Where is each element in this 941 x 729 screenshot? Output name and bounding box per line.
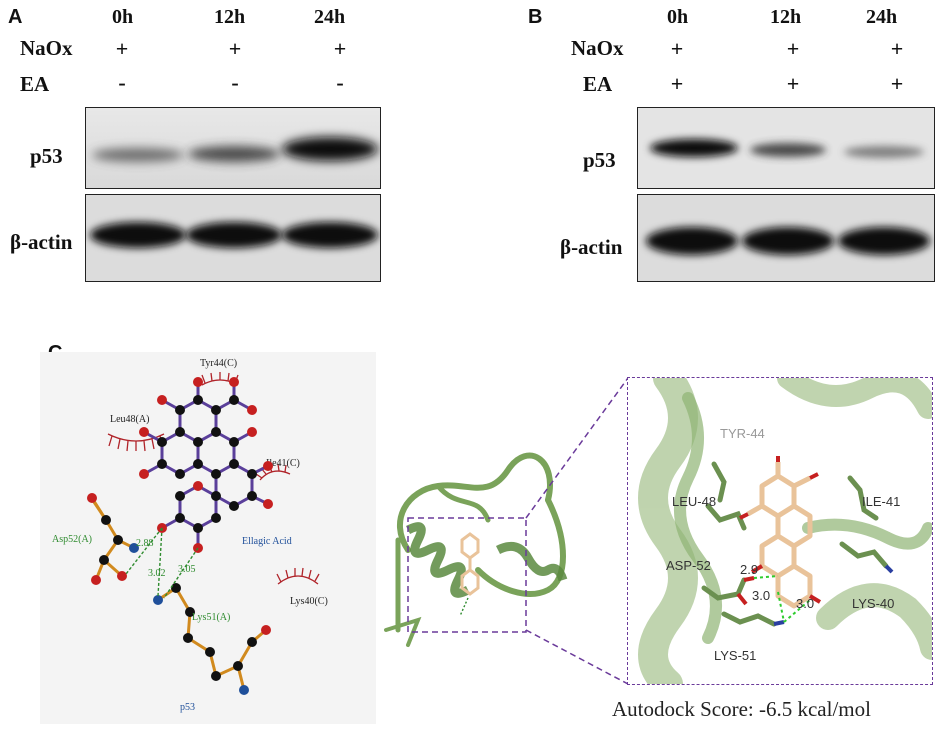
hbond-3 — [163, 547, 199, 599]
panel-b-ea-sign-2: + — [890, 71, 904, 96]
hbond-dist-2: 3.02 — [148, 568, 166, 579]
panel-a-actin-label: β-actin — [10, 230, 73, 254]
zoom-connectors — [525, 377, 629, 685]
band-b-p53-24h — [844, 146, 924, 158]
panel-b-time-0h: 0h — [667, 6, 689, 28]
hbond-dist-3: 3.05 — [178, 564, 196, 575]
panel-b-naox-label: NaOx — [571, 36, 624, 60]
panel-b-letter: B — [528, 6, 543, 28]
lig-res-asp52: Asp52(A) — [52, 534, 92, 545]
zoom-res-leu48: LEU-48 — [672, 494, 716, 509]
lig-res-tyr44: Tyr44(C) — [200, 358, 237, 369]
panel-b-naox-sign-0: + — [670, 36, 684, 61]
panel-b-ea-label: EA — [583, 72, 613, 96]
panel-b-time-24h: 24h — [866, 6, 898, 28]
ligplot-diagram: Leu48(A) Tyr44(C) Ile41(C) Lys40(C) — [40, 352, 376, 724]
panel-a-time-0h: 0h — [112, 6, 134, 28]
zoom-res-lys51: LYS-51 — [714, 648, 756, 663]
panel-b-p53-label: p53 — [583, 148, 616, 172]
panel-a-p53-label: p53 — [30, 144, 63, 168]
lig-res-leu48: Leu48(A) — [110, 414, 149, 425]
panel-b-ea-sign-1: + — [786, 71, 800, 96]
panel-a-ea-sign-1: - — [231, 70, 239, 95]
panel-a-letter: A — [8, 6, 23, 28]
lig-res-lys51: Lys51(A) — [192, 612, 230, 623]
protein-cartoon-overview — [384, 452, 568, 647]
ligand-atoms — [139, 377, 273, 553]
panel-a-naox-sign-2: + — [333, 36, 347, 61]
panel-b-ea-sign-0: + — [670, 71, 684, 96]
autodock-score: Autodock Score: -6.5 kcal/mol — [612, 697, 871, 721]
band-a-actin-0h — [90, 222, 186, 248]
panel-a-actin-blot — [85, 194, 381, 282]
lig-res-lys40: Lys40(C) — [290, 596, 328, 607]
panel-a-p53-blot — [85, 107, 381, 189]
protein-name: p53 — [180, 702, 195, 713]
panel-a-naox-label: NaOx — [20, 36, 73, 60]
band-a-actin-12h — [186, 222, 282, 248]
zoom-hbond-2 — [777, 591, 785, 623]
band-b-actin-24h — [838, 227, 930, 255]
panel-a-ea-sign-0: - — [118, 70, 126, 95]
band-b-actin-0h — [646, 227, 738, 255]
zoom-res-asp52: ASP-52 — [666, 558, 711, 573]
band-a-p53-24h — [282, 137, 378, 161]
panel-a-time-12h: 12h — [214, 6, 246, 28]
zoom-res-ile41: ILE-41 — [862, 494, 900, 509]
panel-b-naox-sign-1: + — [786, 36, 800, 61]
band-a-p53-12h — [188, 146, 280, 162]
panel-a-naox-sign-1: + — [228, 36, 242, 61]
zoom-dist-1: 2.9 — [740, 562, 758, 577]
panel-b-p53-blot — [637, 107, 935, 189]
lig-res-ile41: Ile41(C) — [266, 458, 300, 469]
band-b-p53-0h — [650, 139, 738, 157]
eyelash-lys40 — [276, 567, 320, 585]
band-b-p53-12h — [750, 143, 826, 157]
band-b-actin-12h — [742, 227, 834, 255]
panel-b-actin-blot — [637, 194, 935, 282]
panel-a-naox-sign-0: + — [115, 36, 129, 61]
band-a-actin-24h — [282, 222, 378, 248]
eyelash-leu48 — [107, 433, 165, 452]
zoom-dist-3: 3.0 — [796, 596, 814, 611]
hbond-dist-1: 2.88 — [136, 538, 154, 549]
panel-a-ea-sign-2: - — [336, 70, 344, 95]
zoom-res-tyr44: TYR-44 — [720, 426, 765, 441]
panel-b-actin-label: β-actin — [560, 235, 623, 259]
zoom-dist-2: 3.0 — [752, 588, 770, 603]
zoom-res-lys40: LYS-40 — [852, 596, 894, 611]
panel-a-time-24h: 24h — [314, 6, 346, 28]
panel-b-time-12h: 12h — [770, 6, 802, 28]
hbond-2 — [157, 527, 163, 597]
panel-a-ea-label: EA — [20, 72, 50, 96]
panel-b-naox-sign-2: + — [890, 36, 904, 61]
zoom-box: TYR-44 LEU-48 ILE-41 ASP-52 LYS-51 LYS-4… — [627, 377, 933, 685]
ligand-name: Ellagic Acid — [242, 536, 292, 547]
zoom-hbond-1 — [753, 575, 779, 579]
band-a-p53-0h — [92, 148, 184, 162]
